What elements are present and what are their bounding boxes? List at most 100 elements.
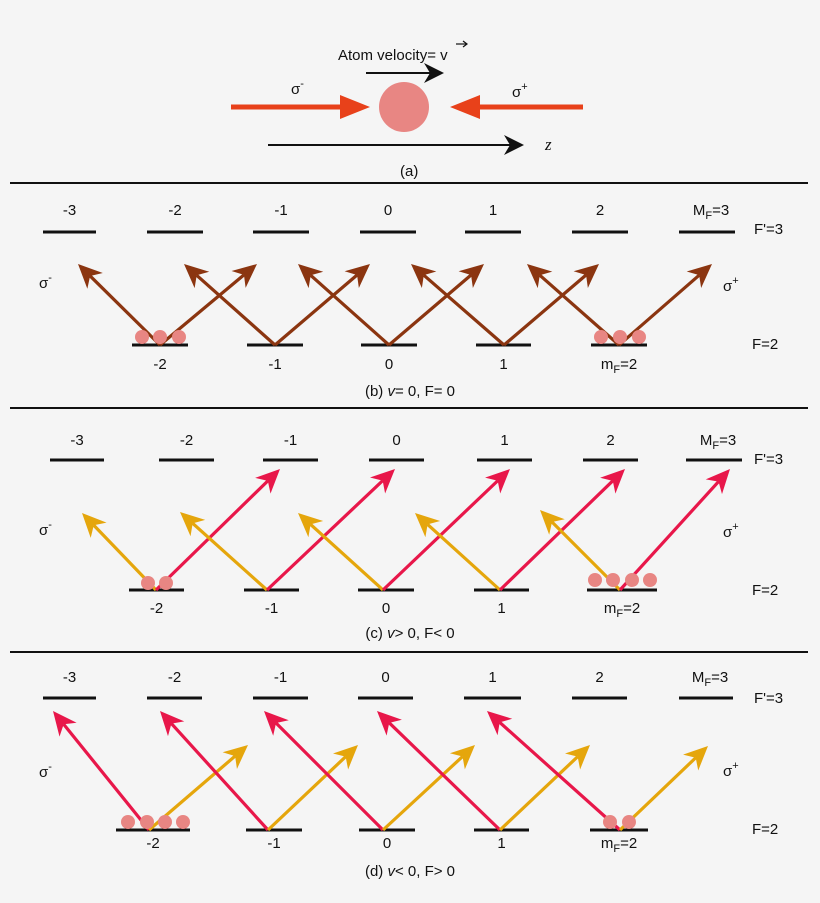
transition-arrow-brown-shaft — [422, 273, 506, 347]
sigma-minus-label: σ- — [39, 272, 52, 292]
upper-level-label: -3 — [63, 669, 76, 686]
sigma-minus-label: σ- — [291, 78, 304, 98]
atom-population — [176, 815, 190, 829]
transition-arrow-brown-head — [184, 264, 210, 289]
transition-arrow-gold-shaft — [498, 755, 579, 832]
lower-level-label: -1 — [268, 356, 281, 373]
atom-population — [141, 576, 155, 590]
atom-population — [153, 330, 167, 344]
upper-level-label: 2 — [606, 432, 614, 449]
upper-level-label: -2 — [180, 432, 193, 449]
atom-population — [603, 815, 617, 829]
transition-arrow-red-head — [377, 711, 402, 736]
transition-arrow-brown-head — [344, 264, 370, 288]
upper-level-name: F'=3 — [754, 221, 783, 238]
transition-arrow-brown-shaft — [88, 274, 162, 347]
transition-arrow-gold-head — [564, 745, 590, 770]
upper-level-label: 2 — [595, 669, 603, 686]
transition-arrow-brown-shaft — [195, 274, 277, 347]
atom-population — [606, 573, 620, 587]
transition-arrow-red-head — [705, 469, 730, 495]
atom-population — [632, 330, 646, 344]
upper-level-label: 2 — [596, 202, 604, 219]
lower-level-name: F=2 — [752, 821, 778, 838]
atom-population — [622, 815, 636, 829]
upper-level-label-last: MF=3 — [692, 669, 728, 689]
lower-level-label-last: mF=2 — [601, 356, 637, 376]
sigma-plus-label: σ+ — [723, 760, 739, 780]
transition-arrow-gold-head — [82, 513, 107, 538]
atom-population — [594, 330, 608, 344]
transition-arrow-brown-shaft — [617, 273, 701, 347]
transition-arrow-gold-shaft — [426, 523, 502, 592]
upper-level-label: 1 — [489, 202, 497, 219]
upper-level-label: 1 — [500, 432, 508, 449]
caption-c: (c) v> 0, F< 0 — [365, 625, 454, 642]
upper-level-label: 0 — [384, 202, 392, 219]
upper-level-label: 0 — [381, 669, 389, 686]
transition-arrow-gold-head — [298, 513, 324, 538]
atom-population — [121, 815, 135, 829]
lower-level-name: F=2 — [752, 336, 778, 353]
lower-level-label: -2 — [153, 356, 166, 373]
lower-level-label: 0 — [385, 356, 393, 373]
sigma-plus-beam-head — [450, 95, 480, 119]
lower-level-label: 1 — [497, 600, 505, 617]
transition-arrow-brown-head — [686, 264, 712, 289]
transition-arrow-brown-head — [411, 264, 437, 289]
panel-a: Atom velocity= v σ- σ+ z (a) — [231, 40, 583, 180]
transition-arrow-gold-head — [683, 746, 708, 771]
upper-level-name: F'=3 — [754, 451, 783, 468]
transition-arrow-red-shaft — [274, 721, 385, 832]
transition-arrow-gold-head — [415, 513, 441, 538]
transition-arrow-red-shaft — [170, 722, 270, 832]
upper-level-label: 1 — [488, 669, 496, 686]
transition-arrow-gold-shaft — [309, 523, 385, 592]
transition-arrow-red-head — [487, 711, 513, 736]
transition-arrow-brown-head — [78, 264, 103, 289]
transition-arrow-brown-shaft — [273, 273, 359, 347]
transition-arrow-brown-head — [458, 264, 484, 288]
lower-level-label-last: mF=2 — [601, 835, 637, 855]
atom-population — [613, 330, 627, 344]
upper-level-label: -2 — [168, 202, 181, 219]
upper-level-label: -1 — [274, 202, 287, 219]
transition-arrow-red-head — [160, 711, 185, 737]
upper-level-label-last: MF=3 — [693, 202, 729, 222]
lower-level-label: 1 — [497, 835, 505, 852]
transition-arrow-red-head — [53, 711, 77, 737]
lower-level-label: -2 — [150, 600, 163, 617]
lower-level-label: -2 — [146, 835, 159, 852]
transition-arrow-gold-head — [180, 512, 206, 537]
transition-arrow-gold-head — [449, 745, 475, 770]
upper-level-label: -1 — [284, 432, 297, 449]
lower-level-label: 0 — [382, 600, 390, 617]
transition-arrow-brown-shaft — [309, 274, 391, 347]
transition-arrow-brown-head — [527, 264, 553, 289]
atom-population — [625, 573, 639, 587]
sigma-plus-label: σ+ — [512, 81, 528, 101]
atom-population — [159, 576, 173, 590]
lower-level-label: 0 — [383, 835, 391, 852]
transition-arrow-red-head — [485, 469, 510, 494]
transition-arrow-gold-shaft — [191, 522, 269, 592]
transition-arrow-red-head — [370, 469, 395, 494]
atom-population — [172, 330, 186, 344]
atom — [379, 82, 429, 132]
transition-arrow-gold-head — [222, 745, 248, 769]
atom-population — [135, 330, 149, 344]
transition-arrow-red-shaft — [618, 480, 720, 592]
upper-level-label: -3 — [63, 202, 76, 219]
transition-arrow-red-head — [255, 469, 280, 494]
sigma-plus-label: σ+ — [723, 521, 739, 541]
transition-arrow-red-shaft — [498, 721, 622, 832]
transition-arrow-gold-head — [332, 745, 358, 770]
upper-level-label: -1 — [274, 669, 287, 686]
transition-arrow-brown-shaft — [502, 273, 588, 347]
lower-level-label-last: mF=2 — [604, 600, 640, 620]
